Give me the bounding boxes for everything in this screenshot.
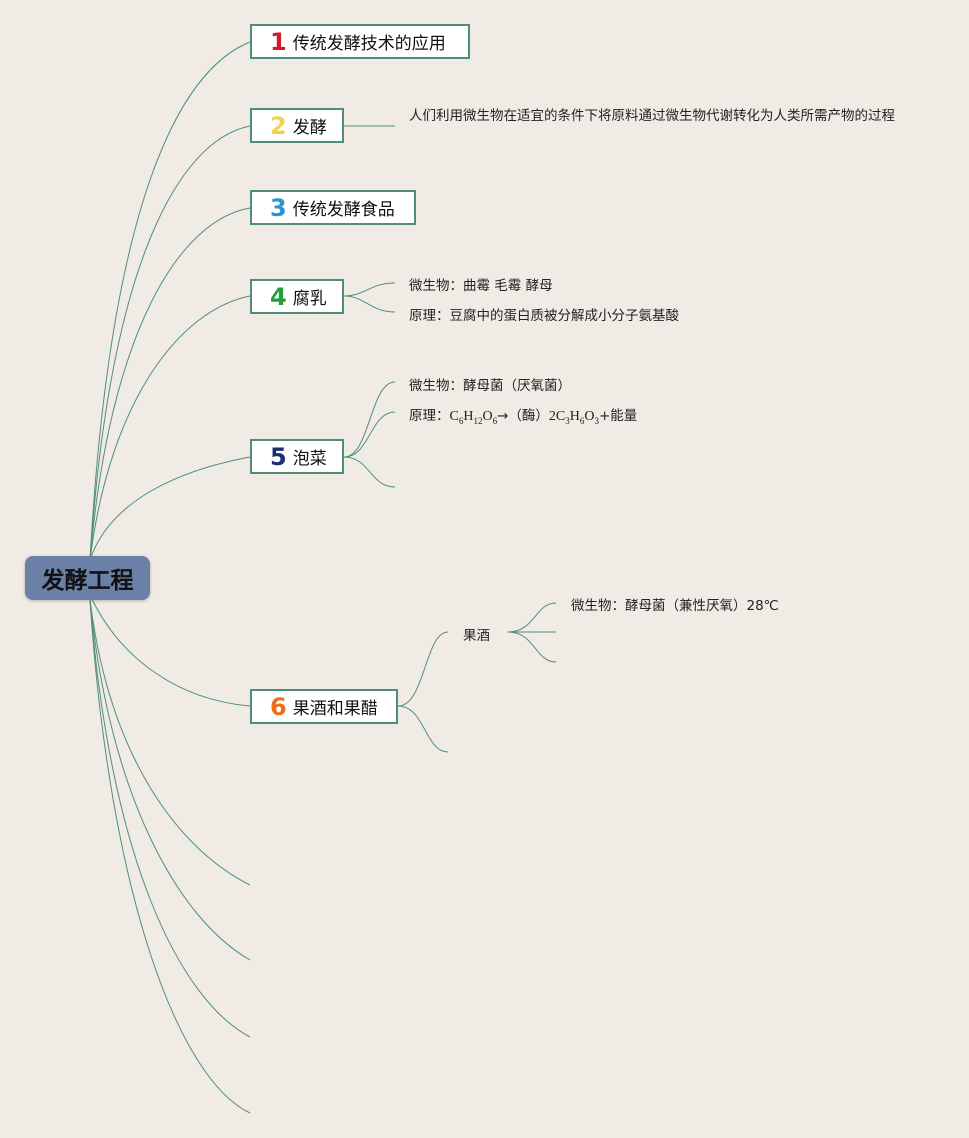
- guojiu-node[interactable]: 果酒: [463, 628, 490, 644]
- link-topic4-microbe: [343, 282, 396, 297]
- link-topic5-microbe: [343, 381, 396, 458]
- formula-part: H: [569, 409, 580, 424]
- link-topic4-principle: [343, 295, 396, 313]
- link-root-topic2: [89, 125, 251, 561]
- furu-microbe[interactable]: 微生物：曲霉 毛霉 酵母: [409, 278, 553, 294]
- number-3-icon: 3: [270, 193, 287, 222]
- paocai-principle-prefix: 原理：: [409, 408, 450, 424]
- link-topic6-guojiu: [397, 631, 449, 707]
- topic-5-label: 泡菜: [292, 449, 327, 469]
- link-root-empty2: [89, 599, 251, 961]
- root-label: 发酵工程: [41, 568, 134, 594]
- topic-2[interactable]: 2 发酵: [250, 108, 344, 143]
- formula-arrow: →（酶）: [497, 408, 549, 424]
- topic-3-label: 传统发酵食品: [292, 200, 395, 220]
- formula-part: C: [449, 409, 459, 424]
- paocai-formula: C6H12O6: [449, 409, 498, 426]
- formula-part: H: [463, 409, 474, 424]
- formula-part: O: [482, 409, 493, 424]
- topic-6[interactable]: 6 果酒和果醋: [250, 689, 398, 724]
- guojiu-microbe[interactable]: 微生物：酵母菌（兼性厌氧）28℃: [571, 598, 779, 614]
- link-root-empty4: [89, 599, 251, 1114]
- number-5-icon: 5: [270, 442, 287, 471]
- link-topic5-empty: [343, 456, 396, 488]
- link-root-empty3: [89, 599, 251, 1038]
- formula-sub: 3: [565, 415, 570, 426]
- formula-sub: 6: [458, 415, 464, 426]
- link-guojiu-microbe: [507, 602, 557, 633]
- link-guojiu-empty2: [507, 631, 557, 663]
- formula-part: O: [584, 409, 595, 424]
- link-root-empty1: [89, 599, 251, 886]
- formula-product: 2C3H6O3: [548, 409, 600, 426]
- furu-principle[interactable]: 原理：豆腐中的蛋白质被分解成小分子氨基酸: [409, 308, 679, 324]
- link-root-topic6: [89, 594, 251, 707]
- paocai-microbe[interactable]: 微生物：酵母菌（厌氧菌）: [409, 378, 571, 394]
- formula-sub: 3: [594, 415, 600, 426]
- root-node[interactable]: 发酵工程: [25, 556, 150, 600]
- formula-sub: 6: [492, 415, 498, 426]
- formula-part: 2C: [548, 409, 566, 424]
- topic-5[interactable]: 5 泡菜: [250, 439, 344, 474]
- topic-3[interactable]: 3 传统发酵食品: [250, 190, 416, 225]
- fermentation-definition[interactable]: 人们利用微生物在适宜的条件下将原料通过微生物代谢转化为人类所需产物的过程: [409, 108, 895, 124]
- formula-tail: +能量: [599, 408, 638, 424]
- link-root-topic1: [89, 41, 251, 561]
- formula-sub: 6: [579, 415, 585, 426]
- paocai-principle[interactable]: 原理：C6H12O6→（酶）2C3H6O3+能量: [409, 404, 637, 426]
- topic-1-label: 传统发酵技术的应用: [292, 34, 446, 54]
- topic-2-label: 发酵: [292, 118, 327, 138]
- link-root-topic3: [89, 207, 251, 561]
- topic-1[interactable]: 1 传统发酵技术的应用: [250, 24, 470, 59]
- formula-sub: 12: [473, 415, 483, 426]
- number-2-icon: 2: [270, 111, 287, 140]
- link-topic5-principle: [343, 411, 396, 458]
- topic-6-label: 果酒和果醋: [292, 699, 378, 719]
- topic-4[interactable]: 4 腐乳: [250, 279, 344, 314]
- topic-4-label: 腐乳: [292, 289, 327, 309]
- link-root-topic4: [89, 295, 251, 561]
- number-1-icon: 1: [270, 27, 287, 56]
- link-topic6-empty: [397, 705, 449, 753]
- number-6-icon: 6: [270, 692, 287, 721]
- link-root-topic5: [89, 456, 251, 561]
- number-4-icon: 4: [270, 282, 287, 311]
